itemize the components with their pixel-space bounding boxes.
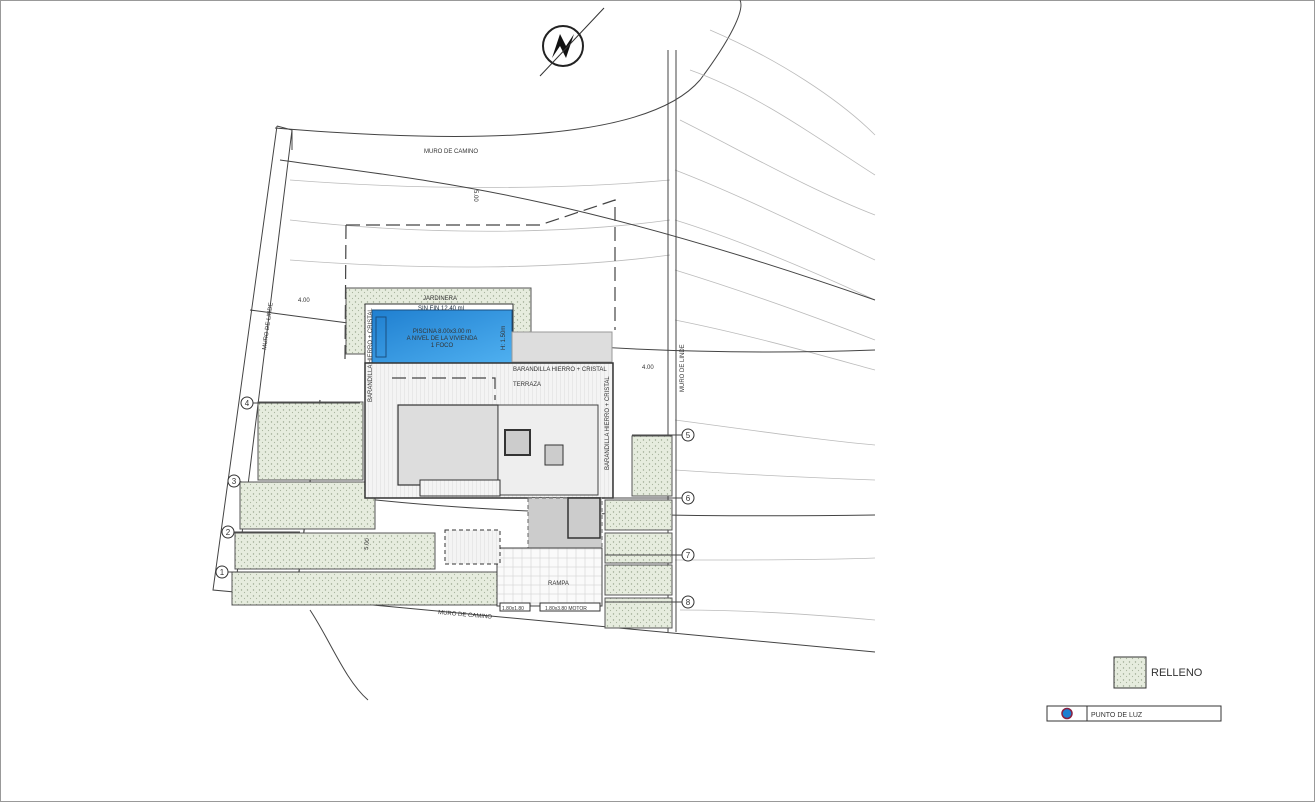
pool-depth-label: H: 1.50m [501,326,507,350]
pool-steps [375,316,387,358]
fill-area [631,435,673,497]
door-label: 1.80x1.80 [502,606,524,612]
ramp [496,547,603,607]
legend: RELLENO PUNTO DE LUZ [1046,656,1222,722]
svg-text:2: 2 [226,528,231,537]
section-marker: 3 [227,474,241,488]
dimension-label: 4.00 [298,298,310,304]
svg-text:6: 6 [686,494,691,503]
section-marker: 8 [605,595,695,609]
pool-label: PISCINA 8.00x3.00 m [413,329,471,335]
road-curve [274,0,742,138]
dimension-label: 5.00 [472,190,478,202]
fill-area [604,597,673,629]
svg-text:3: 3 [232,477,237,486]
light-point-icon [1061,707,1073,720]
planter-label: JARDINERA [423,296,457,302]
fill-area [234,532,436,570]
svg-text:5: 5 [686,431,691,440]
section-marker: 6 [605,491,695,505]
fill-area [231,571,498,606]
infinity-edge-label: SIN FIN 12.40 ml [418,306,464,312]
svg-text:7: 7 [686,551,691,560]
ramp-label: RAMPA [548,581,569,587]
dimension-label: 5.00 [364,537,371,550]
fill-area [604,532,673,564]
pool-label: 1 FOCO [431,343,454,349]
fill-area [604,499,673,531]
fill-area [257,401,364,481]
fill-area [604,564,673,596]
living-room [397,404,499,486]
section-marker: 5 [632,428,695,442]
fill-area [239,481,376,530]
svg-text:1: 1 [220,568,225,577]
legend-light-label: PUNTO DE LUZ [1091,712,1143,719]
terrace-label: TERRAZA [513,382,541,388]
pool-label: A NIVEL DE LA VIVIENDA [407,336,478,342]
fill-swatch [1113,656,1147,689]
section-marker: 2 [221,525,300,539]
legend-fill-label: RELLENO [1151,667,1203,679]
road-wall-label: MURO DE CAMINO [424,149,478,155]
north-arrow-icon [539,7,605,77]
boundary-label: MURO DE LINDE [680,344,686,392]
svg-text:4: 4 [245,399,250,408]
dimension-label: 4.00 [642,365,654,371]
road-wall-label: MURO DE CAMINO [438,610,493,621]
section-marker: 1 [215,565,300,579]
svg-text:8: 8 [686,598,691,607]
railing-label: BARANDILLA HIERRO + CRISTAL [513,367,607,373]
door-label: 1.80x3.80 MOTOR [545,606,587,612]
pool [371,309,513,364]
railing-label: BARANDILLA HIERRO + CRISTAL [605,376,611,470]
contour-lines [289,29,876,621]
section-marker: 4 [240,396,360,410]
railing-label: BARANDILLA HIERRO + CRISTAL [368,308,374,402]
section-marker: 7 [605,548,695,562]
